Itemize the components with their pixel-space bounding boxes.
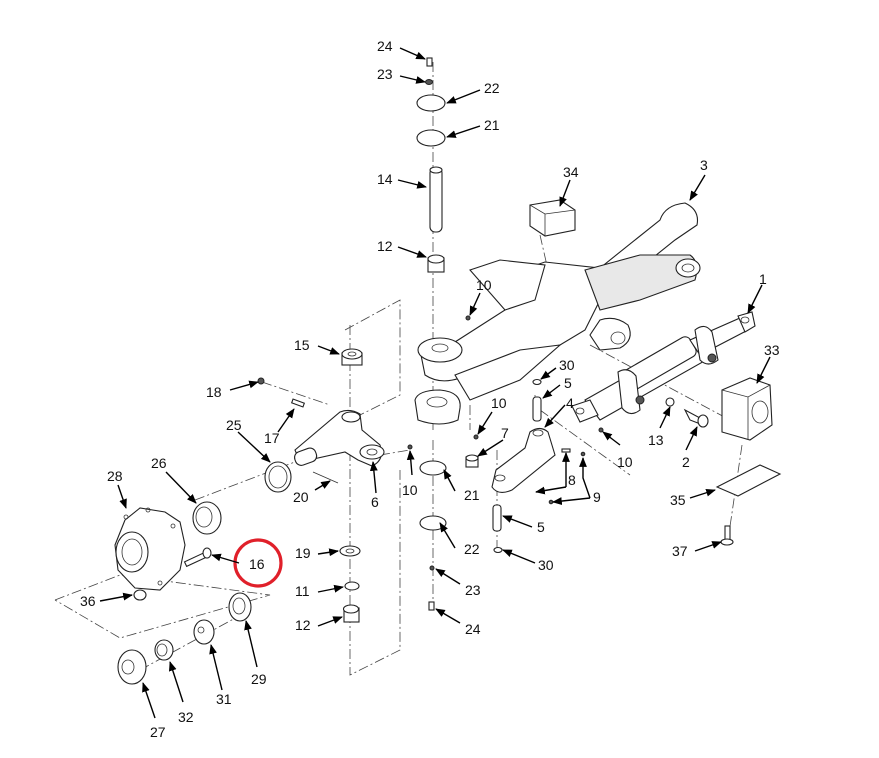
callout-21-bottom[interactable]: 21: [464, 487, 480, 503]
seal-lower: [344, 581, 360, 591]
callout-36[interactable]: 36: [80, 593, 96, 609]
thrust-washer: [339, 545, 361, 557]
wheel-stud: [183, 547, 212, 568]
callout-12-upper[interactable]: 12: [377, 238, 393, 254]
king-pin: [429, 166, 443, 233]
callout-24-bottom[interactable]: 24: [465, 621, 481, 637]
callout-19[interactable]: 19: [295, 545, 311, 561]
callout-22-bottom[interactable]: 22: [464, 541, 480, 557]
highlight-circle: [233, 538, 283, 588]
grease-fitting-pair: [548, 451, 586, 505]
cotter-pin: [312, 471, 339, 484]
callout-9[interactable]: 9: [593, 489, 601, 505]
shim-plate-bottom-inner: [419, 460, 447, 476]
callout-34[interactable]: 34: [563, 164, 579, 180]
callout-26[interactable]: 26: [151, 455, 167, 471]
shim-plate-top-inner: [416, 129, 446, 147]
callout-29[interactable]: 29: [251, 671, 267, 687]
steering-knuckle: [294, 409, 385, 467]
washer-bottom: [429, 565, 435, 571]
pin-upper: [532, 396, 542, 422]
callout-4[interactable]: 4: [566, 395, 574, 411]
callout-1[interactable]: 1: [759, 271, 767, 287]
callout-10-cylinder[interactable]: 10: [617, 454, 633, 470]
callout-28[interactable]: 28: [107, 468, 123, 484]
callout-21-top[interactable]: 21: [484, 117, 500, 133]
outer-bearing: [228, 592, 252, 622]
pivot-bolt-bottom: [428, 601, 435, 611]
callout-32[interactable]: 32: [178, 709, 194, 725]
callout-10-knuckle[interactable]: 10: [402, 482, 418, 498]
roll-pin: [561, 448, 571, 453]
wheel-hub: [114, 507, 186, 591]
callout-15[interactable]: 15: [294, 337, 310, 353]
grease-fitting-axle: [465, 315, 471, 321]
callout-37[interactable]: 37: [672, 543, 688, 559]
callout-3[interactable]: 3: [700, 157, 708, 173]
grease-fitting-knuckle: [407, 444, 413, 450]
callout-11[interactable]: 11: [295, 583, 310, 599]
callout-10-link[interactable]: 10: [491, 395, 507, 411]
callout-27[interactable]: 27: [150, 724, 166, 740]
lock-washer: [665, 397, 675, 407]
callout-16[interactable]: 16: [249, 556, 265, 572]
retaining-ring-lower: [493, 546, 503, 554]
pivot-bolt-top: [426, 57, 433, 67]
hub-cap: [117, 649, 147, 685]
callout-30-upper[interactable]: 30: [559, 357, 575, 373]
callout-33[interactable]: 33: [764, 342, 780, 358]
grease-seal: [264, 461, 292, 493]
bushing-upper: [427, 254, 445, 273]
callout-24-top[interactable]: 24: [377, 38, 393, 54]
callout-7[interactable]: 7: [501, 425, 509, 441]
pin-lower: [492, 504, 502, 532]
washer-top: [425, 79, 433, 85]
callout-5-upper[interactable]: 5: [564, 375, 572, 391]
callout-13[interactable]: 13: [648, 432, 664, 448]
steering-cylinder: [571, 311, 756, 423]
callout-23-bottom[interactable]: 23: [465, 582, 481, 598]
axle-beam: [414, 202, 701, 425]
tie-rod-link: [491, 427, 556, 493]
wheel-nut: [133, 589, 147, 601]
callout-25[interactable]: 25: [226, 417, 242, 433]
callout-6[interactable]: 6: [371, 494, 379, 510]
cylinder-pin: [683, 408, 709, 428]
grease-fitting-link: [473, 434, 479, 440]
callout-5-lower[interactable]: 5: [537, 519, 545, 535]
callout-labels: 24 23 22 21 14 12 34 3 10 1 33 15 30 5 4…: [80, 38, 780, 740]
bushing-link: [465, 454, 479, 468]
grease-fitting-cylinder: [598, 427, 604, 433]
bushing-lower: [342, 604, 360, 623]
cylinder-mount-block: [721, 377, 773, 441]
shim-plate-top-outer: [416, 94, 446, 112]
stop-pin: [290, 398, 306, 408]
inner-bearing: [192, 501, 222, 535]
spindle-washer: [193, 619, 215, 645]
callout-30-lower[interactable]: 30: [538, 557, 554, 573]
callout-12-lower[interactable]: 12: [295, 617, 311, 633]
callout-31[interactable]: 31: [216, 691, 232, 707]
leader-lines: [99, 47, 771, 719]
callout-18[interactable]: 18: [206, 384, 222, 400]
mount-bolt: [720, 525, 734, 546]
callout-20[interactable]: 20: [293, 489, 309, 505]
callout-35[interactable]: 35: [670, 492, 686, 508]
callout-2[interactable]: 2: [682, 454, 690, 470]
callout-8[interactable]: 8: [568, 472, 576, 488]
shim-plate-mount: [715, 464, 782, 497]
thrust-bearing: [341, 348, 363, 366]
callout-14[interactable]: 14: [377, 171, 393, 187]
nut-steering-stop: [257, 377, 265, 385]
callout-10-axle[interactable]: 10: [476, 277, 492, 293]
callout-22-top[interactable]: 22: [484, 80, 500, 96]
castle-nut: [154, 639, 174, 661]
retaining-ring-upper: [532, 378, 542, 386]
shim-plate-bottom-outer: [419, 515, 447, 531]
callout-23-top[interactable]: 23: [377, 66, 393, 82]
stop-block: [529, 199, 576, 237]
callout-17[interactable]: 17: [264, 430, 280, 446]
